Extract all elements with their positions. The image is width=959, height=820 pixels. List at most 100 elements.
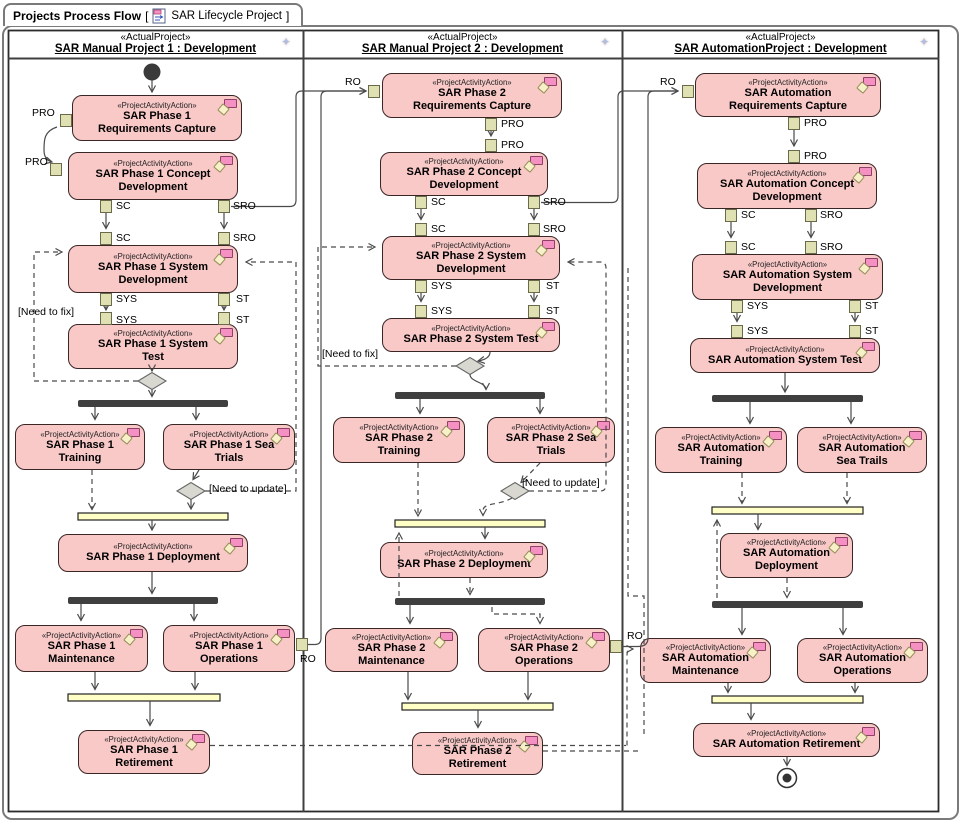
action-p2-con[interactable]: «ProjectActivityAction»SAR Phase 2 Conce… [380,152,548,196]
action-decoration-icons [123,629,143,646]
pin-label: SC [741,241,756,253]
pin-st[interactable] [528,280,540,293]
pin-pro[interactable] [60,114,72,127]
pin-sro[interactable] [218,200,230,213]
action-name: SAR Phase 1 [195,640,263,652]
action-p2-sys[interactable]: «ProjectActivityAction»SAR Phase 2 Syste… [382,236,560,280]
pin-sc[interactable] [725,241,737,254]
action-name: SAR Phase 2 Sea [505,431,597,444]
pin-pro[interactable] [788,150,800,163]
guard-annotation-fix-2[interactable]: [Need to fix] [322,348,379,360]
pin-label: SRO [233,200,256,212]
action-decoration-icons [762,431,782,448]
guard-annotation-update-2[interactable]: [Need to update] [522,477,600,489]
action-p3-con[interactable]: «ProjectActivityAction»SAR Automation Co… [697,163,877,209]
lane-header-project-3[interactable]: «ActualProject» SAR AutomationProject : … [622,30,939,58]
action-name: Trials [214,451,244,464]
pin-sro[interactable] [218,232,230,245]
pin-pro[interactable] [50,163,62,176]
pin-ro[interactable] [610,640,622,653]
action-p1-con[interactable]: «ProjectActivityAction»SAR Phase 1 Conce… [68,152,238,200]
pin-pro[interactable] [485,118,497,131]
action-decoration-icons [828,537,848,554]
action-stereotype: «ProjectActivityAction» [431,240,511,250]
pin-st[interactable] [218,312,230,325]
pin-sys[interactable] [415,280,427,293]
pin-label: SC [431,196,446,208]
action-p1-tst[interactable]: «ProjectActivityAction»SAR Phase 1 Syste… [68,324,238,369]
pin-label: PRO [25,156,48,168]
pin-label: RO [627,630,643,642]
pin-pro[interactable] [485,139,497,152]
pin-sro[interactable] [805,209,817,222]
lane-header-project-2[interactable]: «ActualProject» SAR Manual Project 2 : D… [303,30,622,58]
pin-sro[interactable] [528,196,540,209]
pin-st[interactable] [849,325,861,338]
diagram-tab[interactable]: Projects Process Flow [ SAR Lifecycle Pr… [3,3,304,26]
action-name: SAR Automation [818,441,906,454]
action-decoration-icons [535,322,555,339]
action-decoration-icons [855,727,875,744]
action-p2-tst[interactable]: «ProjectActivityAction»SAR Phase 2 Syste… [382,318,560,352]
pin-label: SYS [747,300,769,312]
action-name: Requirements Capture [98,122,216,135]
pin-sc[interactable] [415,223,427,236]
action-p1-sys[interactable]: «ProjectActivityAction»SAR Phase 1 Syste… [68,245,238,293]
pin-sys[interactable] [100,312,112,325]
lane-header-project-1[interactable]: «ActualProject» SAR Manual Project 1 : D… [8,30,303,58]
pin-sys[interactable] [731,325,743,338]
guard-annotation-fix-1[interactable]: [Need to fix] [18,306,75,318]
action-decoration-icons [852,167,872,184]
pin-pro[interactable] [788,117,800,130]
action-decoration-icons [270,629,290,646]
pin-sc[interactable] [100,200,112,213]
pin-ro[interactable] [296,638,308,651]
pin-st[interactable] [528,305,540,318]
action-name: Operations [514,654,574,667]
pin-sc[interactable] [415,196,427,209]
action-p3-tst[interactable]: «ProjectActivityAction»SAR Automation Sy… [690,338,880,373]
action-stereotype: «ProjectActivityAction» [746,729,827,738]
pin-sys[interactable] [100,293,112,306]
action-name: SAR Phase 2 [510,641,578,654]
guard-annotation-update-1[interactable]: [Need to update] [209,483,287,495]
pin-st[interactable] [849,300,861,313]
pin-sro[interactable] [528,223,540,236]
action-stereotype: «ProjectActivityAction» [822,432,902,442]
action-p3-ret[interactable]: «ProjectActivityAction»SAR Automation Re… [693,723,880,757]
pin-sc[interactable] [100,232,112,245]
pin-sys[interactable] [415,305,427,318]
action-stereotype: «ProjectActivityAction» [189,429,269,439]
pin-ro[interactable] [682,85,694,98]
pin-st[interactable] [218,293,230,306]
pin-sc[interactable] [725,209,737,222]
action-p2-dep[interactable]: «ProjectActivityAction»SAR Phase 2 Deplo… [380,542,548,578]
pin-label: ST [546,280,560,292]
action-stereotype: «ProjectActivityAction» [748,77,828,87]
action-stereotype: «ProjectActivityAction» [747,259,828,269]
pin-ro[interactable] [368,85,380,98]
action-p3-sys[interactable]: «ProjectActivityAction»SAR Automation Sy… [692,254,883,300]
pin-sro[interactable] [805,241,817,254]
action-p1-dep[interactable]: «ProjectActivityAction»SAR Phase 1 Deplo… [58,534,248,572]
pin-sys[interactable] [731,300,743,313]
